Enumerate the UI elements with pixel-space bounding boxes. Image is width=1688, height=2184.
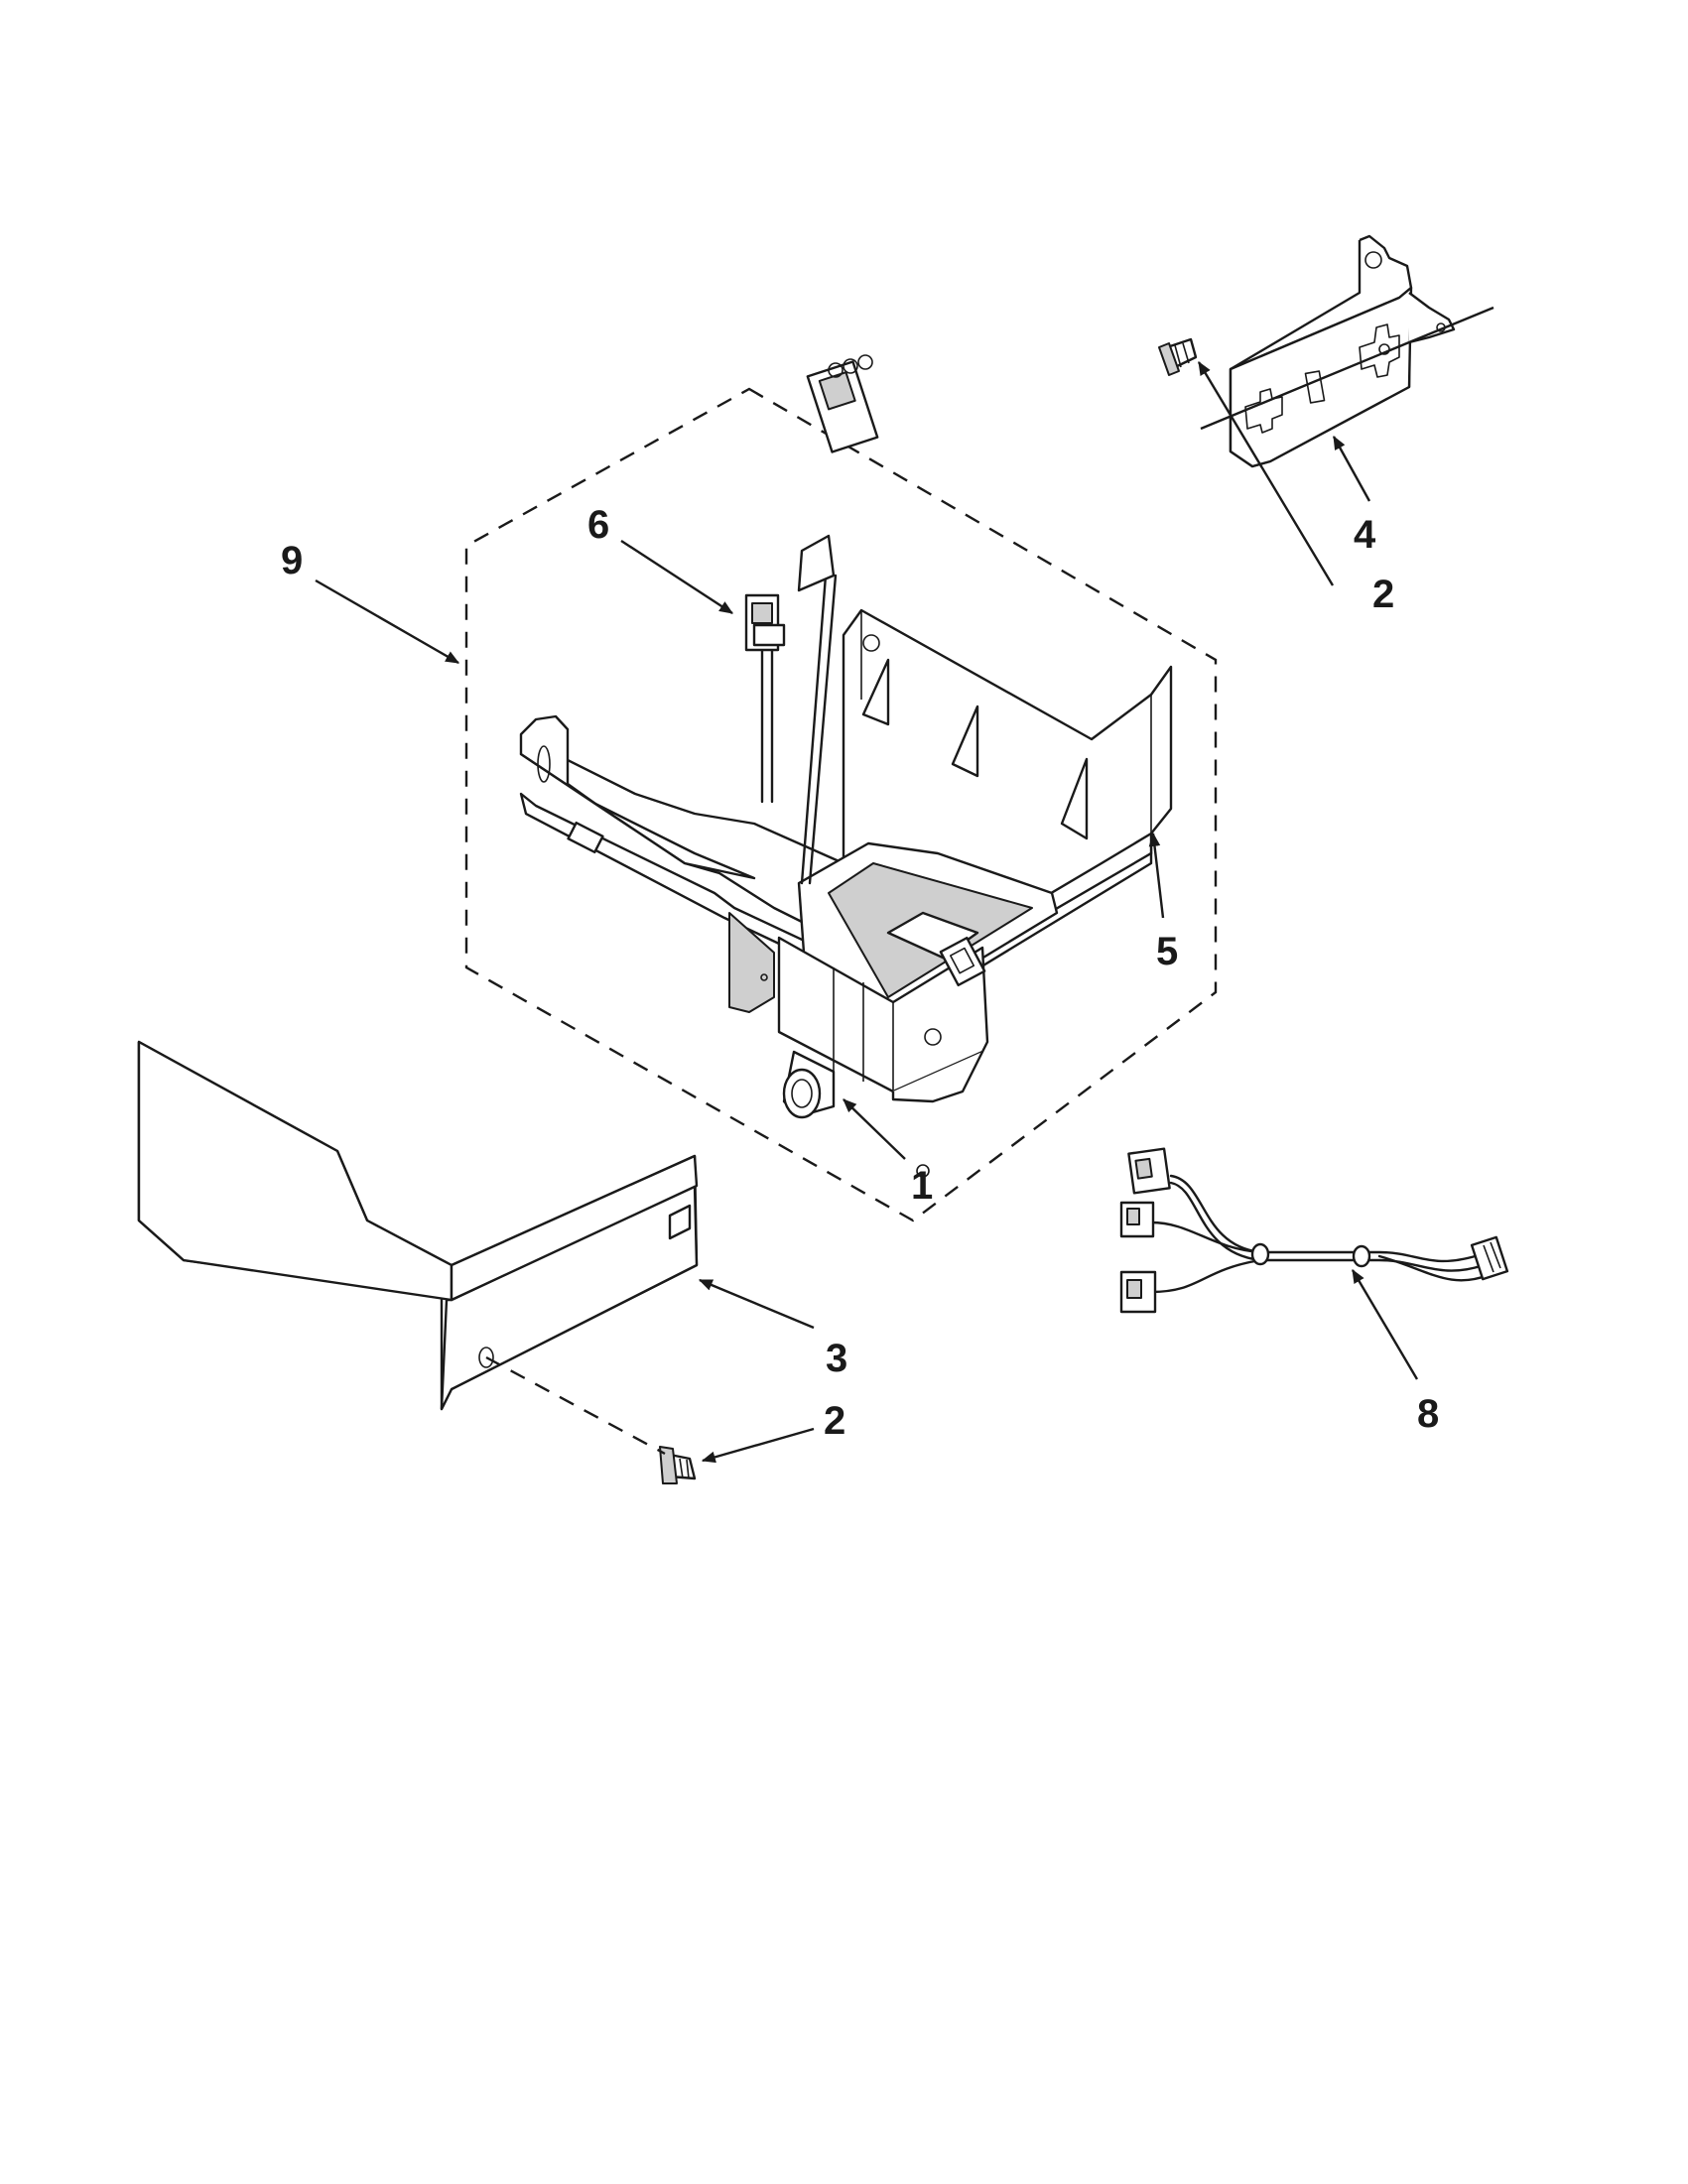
leader-6: [620, 539, 733, 615]
leader-2-top: [1197, 360, 1335, 586]
callout-2-top: 2: [1372, 573, 1394, 616]
callout-9: 9: [281, 539, 303, 582]
leader-4: [1332, 435, 1371, 502]
callout-2-bottom: 2: [824, 1399, 845, 1443]
leader-2-bottom: [701, 1427, 815, 1464]
callout-1: 1: [911, 1164, 933, 1208]
leader-9: [315, 578, 460, 665]
cover-panel-part-3: [137, 1040, 699, 1456]
leader-3: [698, 1278, 815, 1330]
side-bracket-part-4: [1200, 234, 1494, 468]
leader-1: [843, 1098, 906, 1160]
wire-connector-part-6: [744, 354, 879, 885]
screw-part-2-bottom: [659, 1446, 697, 1484]
assembly-boundary-dashed: [464, 387, 1218, 1222]
wire-harness-part-8: [1119, 1147, 1509, 1314]
callout-6: 6: [587, 503, 609, 547]
screw-part-2-top: [1158, 337, 1198, 376]
callout-8: 8: [1417, 1392, 1439, 1436]
leader-8: [1351, 1268, 1419, 1380]
callout-5: 5: [1156, 930, 1178, 973]
pump-part-1: [777, 841, 1059, 1178]
leader-5: [1148, 832, 1165, 919]
callout-4: 4: [1354, 513, 1376, 557]
callout-3: 3: [826, 1337, 847, 1380]
